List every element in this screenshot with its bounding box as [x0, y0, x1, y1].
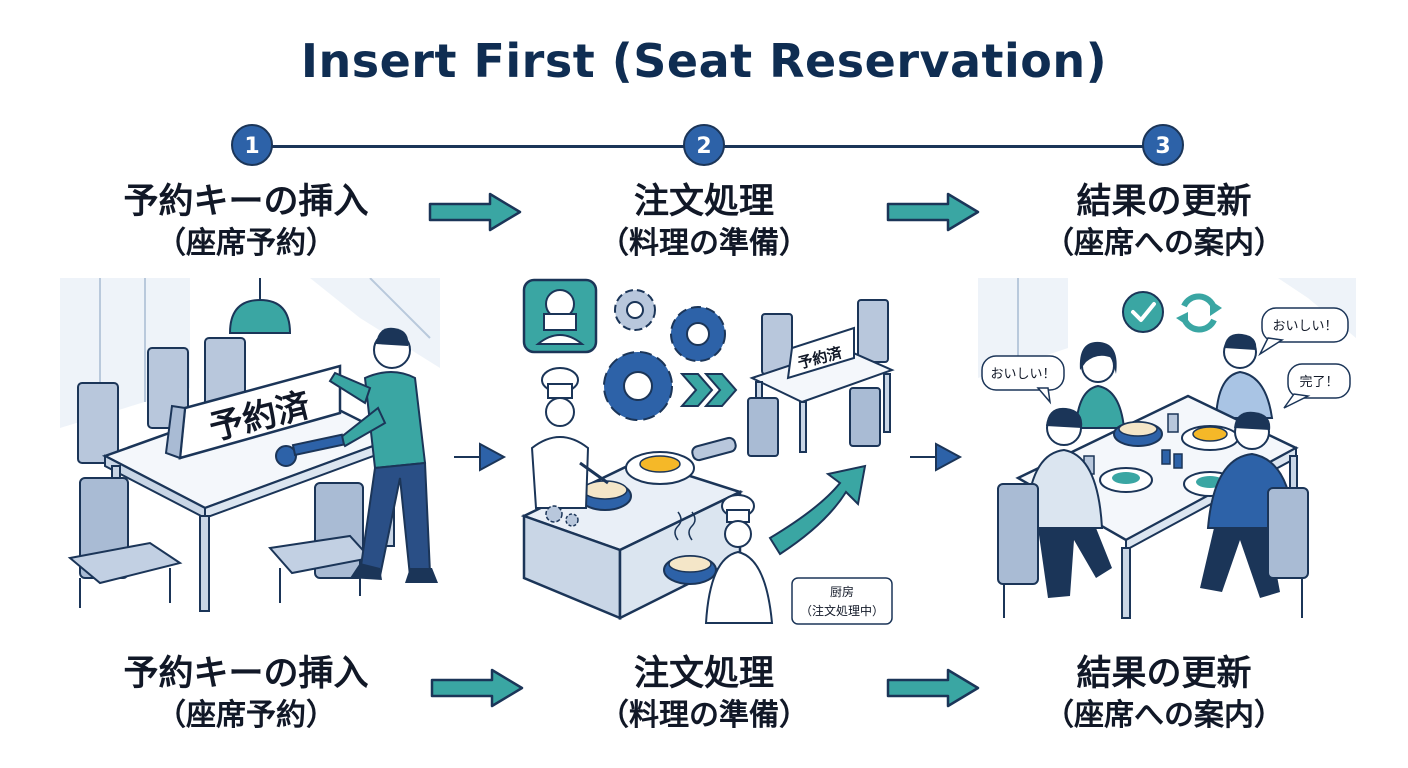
bubble-left-text: おいしい！ [990, 367, 1055, 382]
step-3-title: 結果の更新 [1076, 182, 1252, 222]
step-3-subtitle-bottom: （座席への案内） [1044, 698, 1284, 733]
step-number-3: 3 [1142, 124, 1184, 166]
step-1-subtitle-bottom: （座席予約） [156, 698, 336, 733]
step-2-title-bottom: 注文処理 [633, 654, 774, 694]
mid-arrow-1-icon [454, 442, 507, 472]
kitchen-status-label: （注文処理中） [800, 603, 884, 618]
step-3-label-top: 結果の更新 （座席への案内） [984, 180, 1344, 264]
kitchen-label: 厨房 [830, 584, 854, 599]
page-title: Insert First (Seat Reservation) [300, 34, 1108, 88]
step-1-title: 予約キーの挿入 [123, 182, 369, 222]
bubble-right-text: おいしい！ [1272, 319, 1337, 334]
step-3-title-bottom: 結果の更新 [1076, 654, 1252, 694]
step-3-subtitle: （座席への案内） [1044, 226, 1284, 261]
speech-bubble-done: 完了！ [1283, 363, 1351, 409]
top-arrow-2-icon [886, 192, 980, 232]
mid-arrow-2-icon [910, 442, 963, 472]
step-1-subtitle: （座席予約） [156, 226, 336, 261]
step-2-label-bottom: 注文処理 （料理の準備） [524, 652, 884, 736]
step-3-label-bottom: 結果の更新 （座席への案内） [984, 652, 1344, 736]
scene-3-seated: おいしい！ おいしい！ 完了！ [978, 278, 1356, 628]
bottom-arrow-2-icon [886, 668, 980, 708]
step-1-label-bottom: 予約キーの挿入 （座席予約） [66, 652, 426, 736]
check-circle-icon [1122, 291, 1164, 333]
step-number-2: 2 [683, 124, 725, 166]
kitchen-status-box [791, 577, 893, 625]
step-2-label-top: 注文処理 （料理の準備） [524, 180, 884, 264]
step-1-title-bottom: 予約キーの挿入 [123, 654, 369, 694]
top-arrow-1-icon [428, 192, 522, 232]
step-number-1: 1 [231, 124, 273, 166]
bubble-done-text: 完了！ [1299, 375, 1338, 390]
scene-1-reservation: 予約済 [60, 278, 440, 618]
chevrons-right-icon [679, 373, 738, 407]
gear-icon [614, 289, 656, 331]
bottom-arrow-1-icon [430, 668, 524, 708]
speech-bubble-right: おいしい！ [1258, 307, 1349, 357]
speech-bubble-left: おいしい！ [981, 355, 1065, 405]
step-1-label-top: 予約キーの挿入 （座席予約） [66, 180, 426, 264]
curved-arrow-icon [768, 464, 867, 556]
scene-2-kitchen: 予約済 厨房 （注文処理中） [520, 278, 895, 625]
step-2-title: 注文処理 [633, 182, 774, 222]
step-2-subtitle: （料理の準備） [599, 226, 809, 261]
gear-icon [603, 351, 673, 421]
gear-icon [670, 306, 726, 362]
step-2-subtitle-bottom: （料理の準備） [599, 698, 809, 733]
